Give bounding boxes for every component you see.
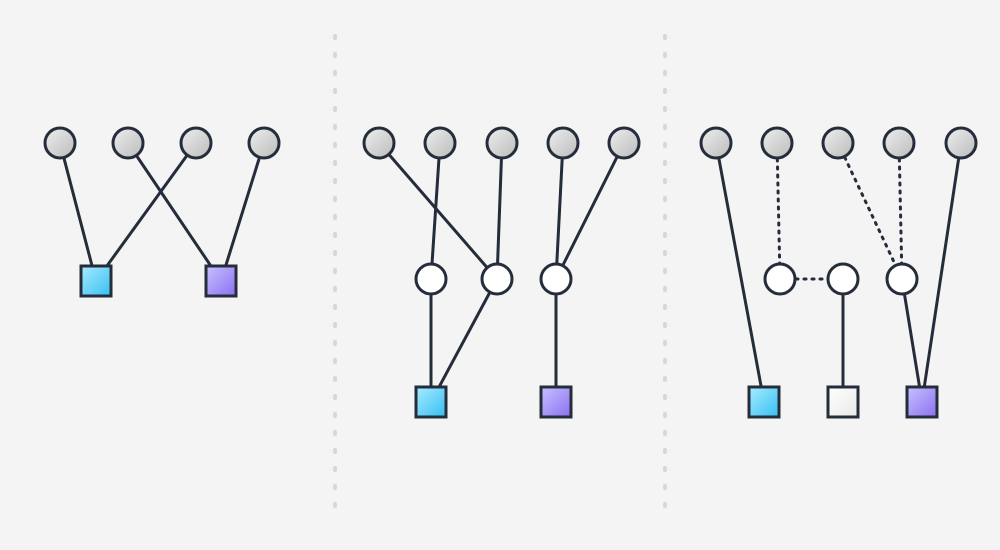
panel-2-edge xyxy=(495,141,504,281)
panel-dividers xyxy=(333,34,667,517)
panel-3-edge xyxy=(900,277,924,404)
panel-2-input-node-5 xyxy=(607,126,641,160)
panel-1-edge xyxy=(126,141,223,283)
panel-3-output-node-blue xyxy=(747,385,781,419)
panel-3-edge xyxy=(920,141,963,404)
panel-3-hidden-node-3 xyxy=(885,262,919,296)
panel-2-edge xyxy=(377,141,499,281)
panel-1-output-node-purple xyxy=(204,264,238,298)
panel-2-hidden-node-3 xyxy=(539,262,573,296)
panel-2-hidden-node-1 xyxy=(414,262,448,296)
panel-2-input-node-2 xyxy=(423,126,457,160)
panel-3-hidden-node-1 xyxy=(763,262,797,296)
panel-2-output-node-blue xyxy=(414,385,448,419)
panel-3-dotted-edge xyxy=(897,141,904,281)
panel-3-output-node-purple xyxy=(905,385,939,419)
panel-3-input-node-1 xyxy=(699,126,733,160)
panel-2-hidden-node-2 xyxy=(480,262,514,296)
panel-3-edge xyxy=(714,141,766,404)
panel-3-dotted-edge xyxy=(775,141,782,281)
panel-2-edge xyxy=(554,141,626,281)
diagram-nodes xyxy=(43,126,978,419)
panel-1-output-node-blue xyxy=(79,264,113,298)
panel-2-output-node-purple xyxy=(539,385,573,419)
panel-3-dotted-edge xyxy=(836,141,904,281)
panel-1-edge xyxy=(94,141,198,283)
panel-2-input-node-1 xyxy=(362,126,396,160)
panel-2-edge xyxy=(554,141,565,281)
panel-3-input-node-3 xyxy=(821,126,855,160)
panel-3-input-node-5 xyxy=(944,126,978,160)
panel-2-input-node-3 xyxy=(485,126,519,160)
panel-3-input-node-2 xyxy=(760,126,794,160)
panel-2-edge xyxy=(429,277,499,404)
connection-lines xyxy=(58,141,963,404)
panel-3-input-node-4 xyxy=(882,126,916,160)
panel-2-input-node-4 xyxy=(546,126,580,160)
panel-2-edge xyxy=(429,141,442,281)
panel-1-input-node-1 xyxy=(43,126,77,160)
panel-3-hidden-node-2 xyxy=(826,262,860,296)
panel-3-output-node-white xyxy=(826,385,860,419)
panel-1-input-node-3 xyxy=(179,126,213,160)
panel-1-edge xyxy=(219,141,266,283)
panel-1-input-node-4 xyxy=(247,126,281,160)
panel-1-input-node-2 xyxy=(111,126,145,160)
panel-1-edge xyxy=(58,141,98,283)
